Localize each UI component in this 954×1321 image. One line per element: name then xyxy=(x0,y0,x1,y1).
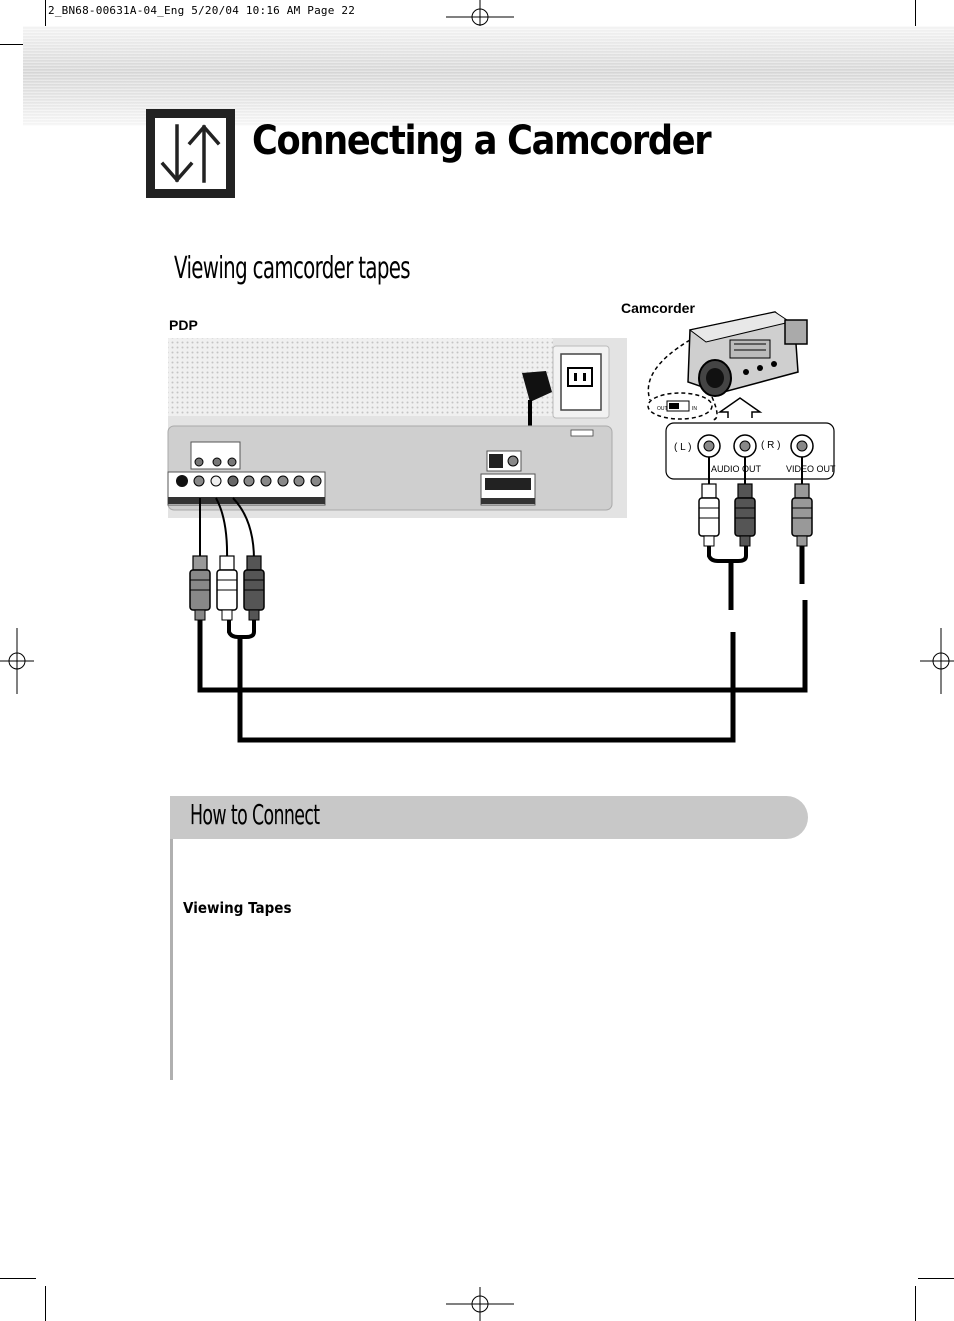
page-title: Connecting a Camcorder xyxy=(252,118,712,164)
print-slug: 2_BN68-00631A-04_Eng 5/20/04 10:16 AM Pa… xyxy=(48,4,356,17)
crop-mark xyxy=(918,1278,954,1279)
crop-mark xyxy=(45,1286,46,1321)
pdp-cables xyxy=(197,497,808,743)
pdp-label: PDP xyxy=(169,317,198,333)
section-title: Viewing camcorder tapes xyxy=(174,251,411,286)
switch-out-label: OUT xyxy=(657,406,668,412)
jack-right-label: ( R ) xyxy=(761,440,780,451)
rca-plug-audio-left-white xyxy=(216,555,238,621)
how-to-connect-title: How to Connect xyxy=(190,798,320,831)
crop-mark xyxy=(45,0,46,36)
input-output-logo xyxy=(146,109,235,198)
viewing-tapes-heading: Viewing Tapes xyxy=(183,899,292,917)
how-to-connect-header: How to Connect xyxy=(170,796,808,839)
rca-plug-audio-r-red xyxy=(734,483,756,547)
arrow-up-icon xyxy=(717,397,763,418)
video-out-label: VIDEO OUT xyxy=(786,464,836,474)
camcorder-jack-panel: ( L ) ( R ) AUDIO OUT VIDEO OUT xyxy=(665,422,836,480)
rca-plug-video-left xyxy=(189,555,211,621)
crop-mark xyxy=(915,0,916,36)
crop-mark xyxy=(0,1278,36,1279)
pdp-back-panel xyxy=(167,338,627,518)
rca-plug-audio-right-red xyxy=(243,555,265,621)
crop-mark xyxy=(0,44,36,45)
switch-in-label: IN xyxy=(692,406,697,412)
camcorder-cables xyxy=(707,457,805,610)
camcorder-label: Camcorder xyxy=(621,300,695,316)
connection-diagram: PDP Camcorder xyxy=(167,300,836,743)
rca-plug-video-out xyxy=(791,483,813,547)
camcorder-illustration: OUT IN xyxy=(647,311,808,421)
audio-out-label: AUDIO OUT xyxy=(711,464,762,474)
jack-left-label: ( L ) xyxy=(674,442,691,453)
arrows-icon xyxy=(160,124,221,183)
how-to-connect-rule xyxy=(170,839,173,1080)
crop-mark xyxy=(915,1286,916,1321)
rca-plug-audio-l-white xyxy=(698,483,720,547)
